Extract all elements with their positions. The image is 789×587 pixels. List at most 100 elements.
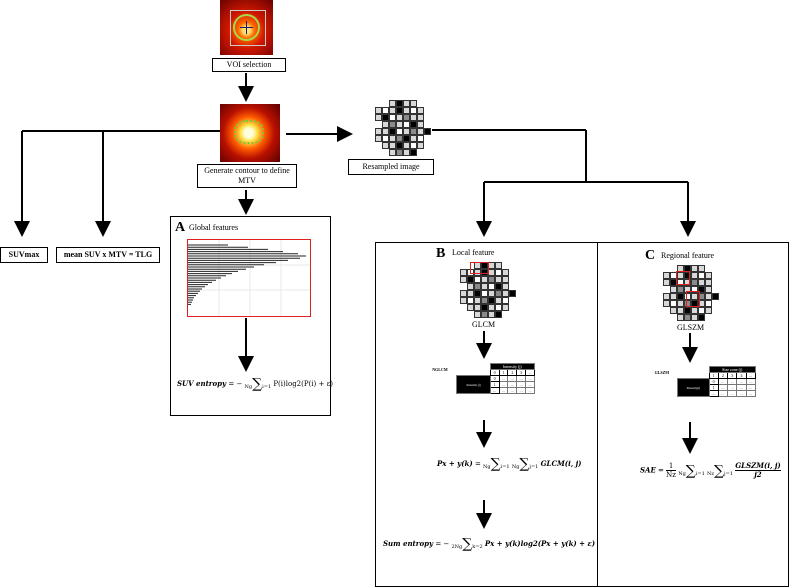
voxel	[417, 142, 424, 149]
sum-entropy-formula: Sum entropy = − 2Ng∑k=2 Px + y(k)log2(Px…	[383, 536, 596, 552]
cell: ...	[525, 387, 535, 394]
voxel	[698, 272, 705, 279]
voxel	[474, 283, 481, 290]
voxel	[663, 279, 670, 286]
voxel	[389, 128, 396, 135]
sae-fraction: GLSZM(i, j)j2	[735, 462, 781, 479]
voxel	[495, 304, 502, 311]
voxel	[691, 272, 698, 279]
voxel	[417, 128, 424, 135]
voxel	[663, 300, 670, 307]
mtv-contour-outline	[234, 120, 264, 144]
voxel	[403, 149, 410, 156]
coef-den: Nz	[666, 470, 676, 479]
voxel	[396, 149, 403, 156]
voxel	[467, 283, 474, 290]
voxel	[403, 128, 410, 135]
voxel	[382, 142, 389, 149]
voxel	[495, 311, 502, 318]
sum-bottom: j=1	[724, 470, 733, 477]
voxel	[495, 262, 502, 269]
sum-bottom: j=1	[529, 464, 539, 470]
voxel	[677, 307, 684, 314]
voxel	[410, 100, 417, 107]
voxel	[705, 300, 712, 307]
cell: ...	[745, 390, 757, 397]
sum-symbol: Nz∑j=1	[707, 462, 733, 479]
voxel	[705, 286, 712, 293]
voxel	[691, 314, 698, 321]
voxel	[481, 283, 488, 290]
voxel	[698, 293, 705, 300]
voxel	[488, 269, 495, 276]
voxel	[375, 107, 382, 114]
voxel	[481, 311, 488, 318]
cell: ...	[717, 390, 729, 397]
voxel	[389, 135, 396, 142]
panel-a-letter: A	[175, 220, 186, 235]
voxel	[396, 100, 403, 107]
row-2: ...	[708, 390, 719, 397]
voxel	[691, 279, 698, 286]
glszm-label: GLSZM	[677, 323, 705, 332]
panel-a-title: Global features	[189, 223, 239, 232]
voi-pet-image	[220, 0, 273, 55]
sum-entropy-rhs: Px + y(k)log2(Px + y(k) + ε)	[484, 539, 596, 548]
voxel	[417, 114, 424, 121]
sum-top: Ng	[511, 464, 520, 470]
sum-top: Ng	[483, 464, 491, 470]
voxel	[684, 272, 691, 279]
voxel	[403, 121, 410, 128]
voxel	[684, 279, 691, 286]
resampled-image-label: Resampled image	[348, 159, 434, 175]
voxel	[375, 128, 382, 135]
panel-b-letter: B	[436, 246, 446, 261]
sum-bottom: i=1	[500, 464, 510, 470]
voxel	[410, 121, 417, 128]
cell: ...	[498, 387, 509, 394]
voxel	[474, 304, 481, 311]
voxel	[691, 265, 698, 272]
voxel	[488, 290, 495, 297]
pxy-rhs: GLCM(i, j)	[540, 459, 582, 468]
voxel	[382, 121, 389, 128]
voxel	[481, 297, 488, 304]
panel-a-global-features	[170, 216, 331, 416]
sum-bottom: i=1	[262, 384, 272, 390]
nglcm-table-label: NGLCM	[432, 367, 448, 372]
coef-num: 1	[668, 462, 674, 470]
voxel	[467, 276, 474, 283]
voxel	[382, 128, 389, 135]
voxel	[467, 290, 474, 297]
voxel	[382, 107, 389, 114]
voxel	[389, 107, 396, 114]
voxel	[403, 100, 410, 107]
voxel	[417, 135, 424, 142]
voxel	[417, 107, 424, 114]
cell: ...	[516, 387, 527, 394]
voxel	[705, 279, 712, 286]
voxel	[663, 272, 670, 279]
voxel	[488, 276, 495, 283]
voxel	[396, 142, 403, 149]
suv-entropy-lhs: SUV entropy	[177, 379, 227, 388]
voxel	[403, 142, 410, 149]
voxel	[677, 286, 684, 293]
suvmax-box: SUVmax	[0, 247, 48, 263]
voxel	[396, 135, 403, 142]
voxel	[705, 272, 712, 279]
voxel	[403, 114, 410, 121]
voxel	[474, 311, 481, 318]
voxel	[396, 121, 403, 128]
voxel	[389, 114, 396, 121]
voxel	[396, 128, 403, 135]
voxel	[481, 276, 488, 283]
sum-symbol: Ng∑i=1	[678, 462, 705, 479]
voxel	[712, 293, 719, 300]
voxel	[474, 297, 481, 304]
